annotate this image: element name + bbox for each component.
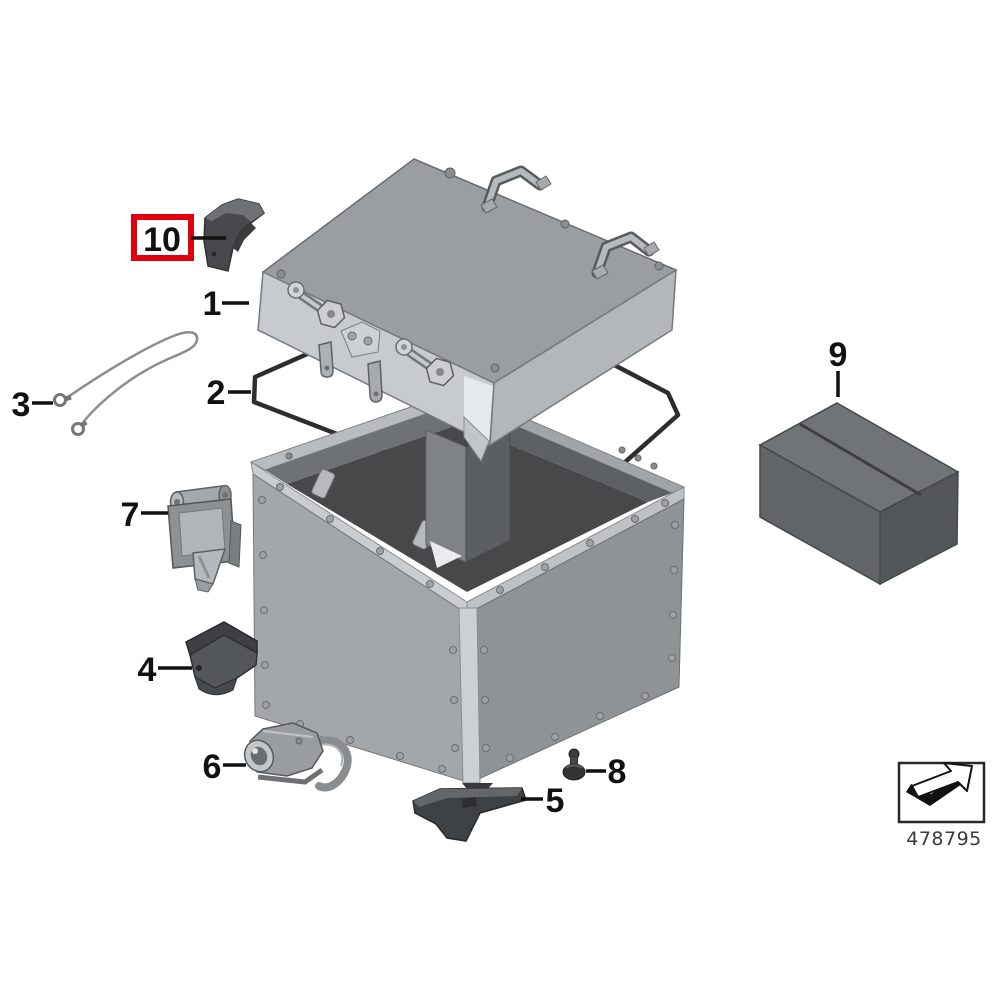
callout-10-label[interactable]: 10 — [143, 221, 181, 259]
part-1-lid — [257, 158, 678, 463]
callout-9[interactable]: 9 — [829, 336, 848, 397]
callout-8[interactable]: 8 — [586, 753, 626, 791]
diagram-part-number: 478795 — [906, 828, 982, 850]
part-7-latch-mechanism — [167, 484, 242, 593]
callout-7[interactable]: 7 — [121, 496, 168, 534]
callout-6-label[interactable]: 6 — [203, 748, 222, 786]
part-5-corner-protector — [412, 787, 527, 842]
callout-4-label[interactable]: 4 — [138, 651, 157, 689]
lid-handle — [480, 165, 552, 214]
callout-9-label[interactable]: 9 — [829, 336, 848, 374]
interior-column — [425, 429, 511, 568]
part-4-corner-protector — [185, 621, 258, 696]
part-3-retaining-cable — [53, 331, 199, 436]
callout-1-label[interactable]: 1 — [203, 285, 222, 323]
part-6-lock-cylinder — [243, 722, 352, 792]
callout-10[interactable]: 10 — [131, 214, 226, 261]
callout-2[interactable]: 2 — [207, 374, 251, 412]
lid-latch — [287, 281, 346, 329]
part-9-packaging-box — [758, 402, 960, 586]
callout-8-label[interactable]: 8 — [608, 753, 627, 791]
direction-arrow-icon — [906, 762, 973, 806]
callout-2-label[interactable]: 2 — [207, 374, 226, 412]
callout-7-label[interactable]: 7 — [121, 496, 140, 534]
part-10-corner-cover — [203, 198, 265, 272]
callout-5[interactable]: 5 — [521, 782, 564, 820]
part-8-rubber-foot — [562, 748, 586, 781]
callout-6[interactable]: 6 — [203, 748, 246, 786]
legend: 478795 — [897, 761, 986, 850]
callout-1[interactable]: 1 — [203, 285, 249, 323]
lid-handle — [591, 231, 660, 280]
callout-3[interactable]: 3 — [12, 386, 53, 424]
callout-4[interactable]: 4 — [138, 651, 192, 689]
lid-latch — [395, 338, 455, 387]
callout-5-label[interactable]: 5 — [546, 782, 565, 820]
callout-3-label[interactable]: 3 — [12, 386, 31, 424]
